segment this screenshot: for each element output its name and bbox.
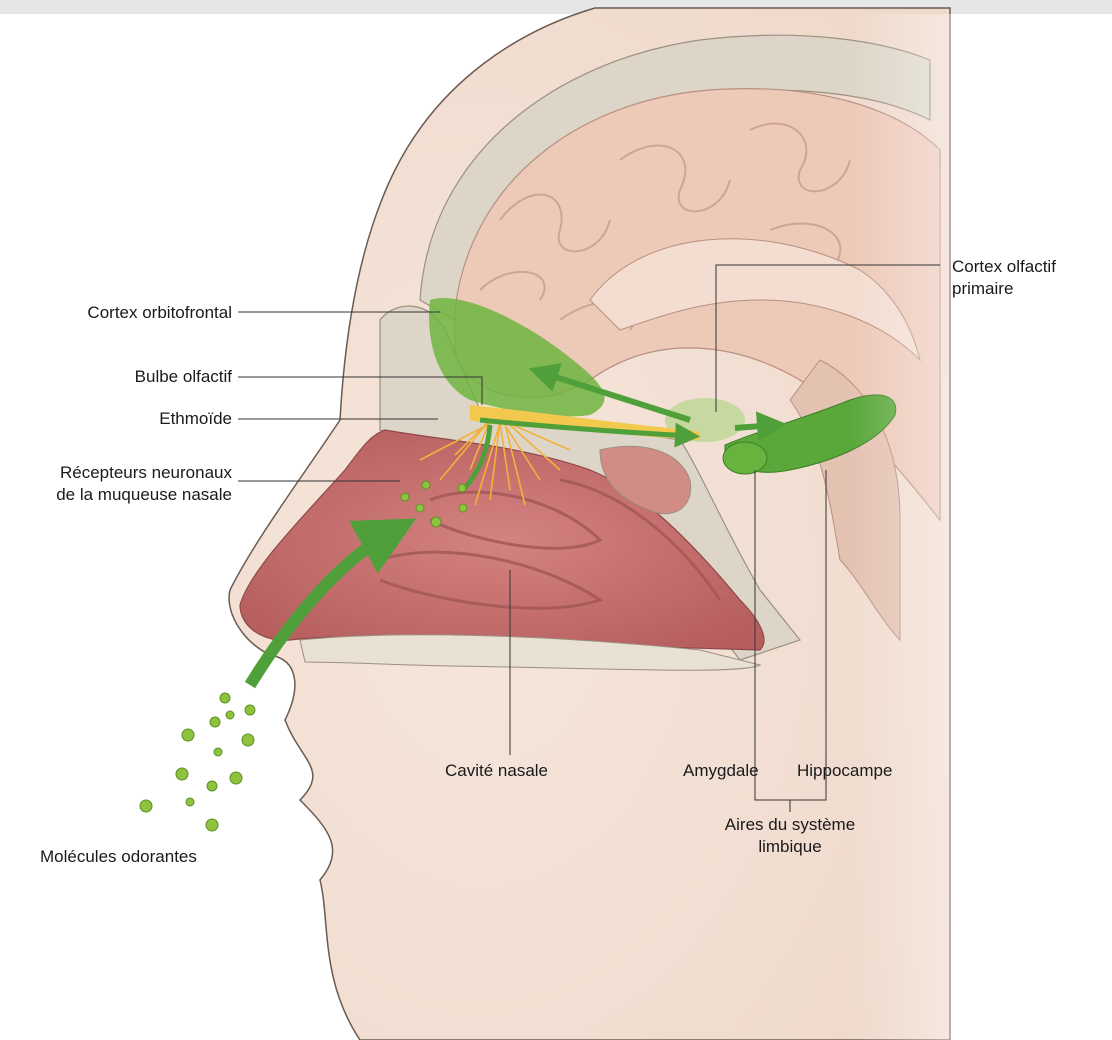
label-olfactory-cortex-line2: primaire xyxy=(952,278,1013,299)
label-hippocampus: Hippocampe xyxy=(797,760,892,781)
label-limbic-line2: limbique xyxy=(690,836,890,857)
pathway-to-limbic xyxy=(735,425,775,428)
label-nasal-cavity: Cavité nasale xyxy=(445,760,548,781)
amygdala-shape xyxy=(723,442,767,474)
label-amygdala: Amygdale xyxy=(683,760,759,781)
label-receptors-line2: de la muqueuse nasale xyxy=(10,484,232,505)
label-limbic-line1: Aires du système xyxy=(690,814,890,835)
label-ethmoid: Ethmoïde xyxy=(18,408,232,429)
label-odor-molecules: Molécules odorantes xyxy=(40,846,197,867)
label-receptors-line1: Récepteurs neuronaux xyxy=(10,462,232,483)
label-olfactory-bulb: Bulbe olfactif xyxy=(18,366,232,387)
label-olfactory-cortex-line1: Cortex olfactif xyxy=(952,256,1056,277)
label-orbitofrontal-cortex: Cortex orbitofrontal xyxy=(18,302,232,323)
